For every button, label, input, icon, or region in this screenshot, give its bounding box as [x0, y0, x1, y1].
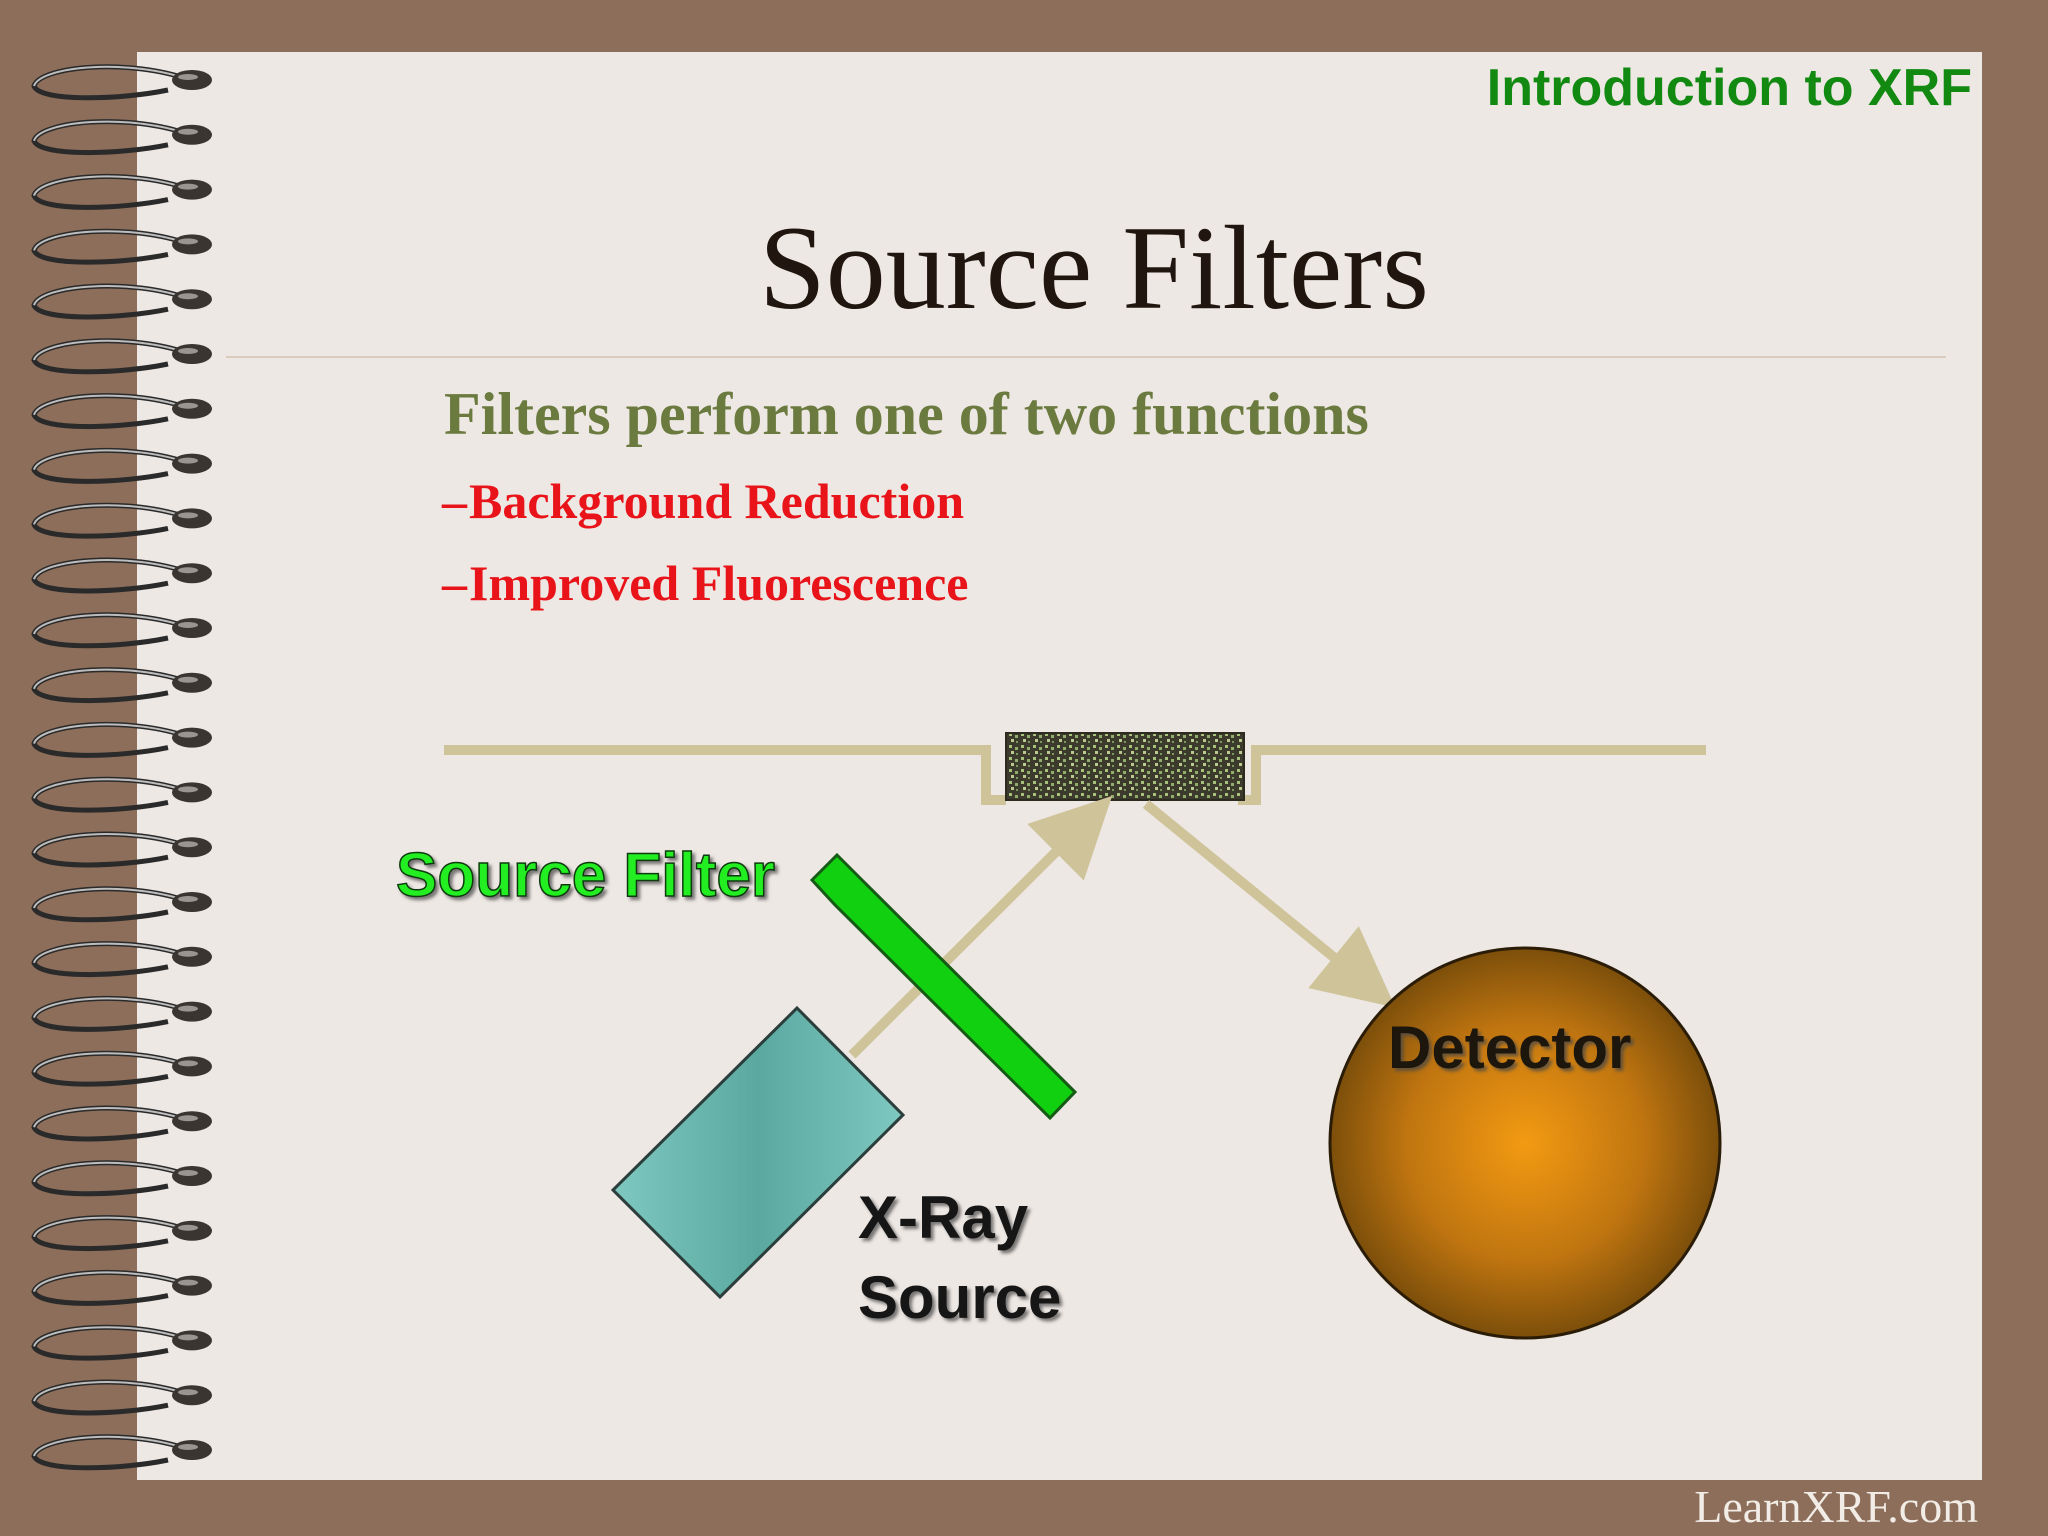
- incident-beam: [848, 795, 1113, 1059]
- spiral-ring: [31, 1269, 212, 1306]
- sample: [1005, 732, 1245, 801]
- title-divider: [226, 356, 1946, 358]
- xray-source-label-line2: Source: [858, 1264, 1061, 1331]
- source-filter-label: Source Filter: [396, 841, 775, 910]
- slide-title: Source Filters: [759, 201, 1429, 334]
- footer-site: LearnXRF.com: [1694, 1481, 1978, 1532]
- spiral-ring: [31, 886, 212, 923]
- spiral-ring: [31, 995, 212, 1032]
- sub-bullet-text: Improved Fluorescence: [469, 555, 969, 611]
- sub-bullet-dash: –: [442, 555, 467, 611]
- spiral-ring: [31, 228, 212, 265]
- spiral-ring: [31, 557, 212, 594]
- spiral-ring: [31, 1215, 212, 1252]
- spiral-ring: [31, 1050, 212, 1087]
- spiral-ring: [31, 721, 212, 758]
- spiral-ring: [31, 447, 212, 484]
- spiral-ring: [31, 64, 212, 101]
- sub-bullet-background: –Background Reduction: [442, 472, 964, 530]
- spiral-ring: [31, 667, 212, 704]
- source-filter: [809, 852, 1078, 1121]
- sample-rail: [444, 745, 1706, 805]
- spiral-ring: [31, 831, 212, 868]
- spiral-ring: [31, 612, 212, 649]
- main-bullet: Filters perform one of two functions: [444, 381, 1369, 447]
- spiral-ring: [31, 393, 212, 430]
- xray-source-tube: [610, 1005, 906, 1300]
- spiral-ring: [31, 173, 212, 210]
- spiral-ring: [31, 283, 212, 320]
- spiral-ring: [31, 1434, 212, 1471]
- spiral-ring: [31, 776, 212, 813]
- spiral-ring: [31, 1105, 212, 1142]
- sub-bullet-dash: –: [442, 473, 467, 529]
- spiral-ring: [31, 338, 212, 375]
- xray-source-label-line1: X-Ray: [858, 1184, 1029, 1251]
- detector-label: Detector: [1388, 1014, 1631, 1081]
- spiral-ring: [31, 1324, 212, 1361]
- spiral-ring: [31, 502, 212, 539]
- sub-bullet-text: Background Reduction: [469, 473, 965, 529]
- spiral-ring: [31, 119, 212, 156]
- detector: [1328, 946, 1722, 1340]
- spiral-ring: [31, 1160, 212, 1197]
- spiral-ring: [31, 941, 212, 978]
- sub-bullet-fluorescence: –Improved Fluorescence: [442, 554, 968, 612]
- header-title: Introduction to XRF: [1486, 59, 1972, 117]
- spiral-ring: [31, 1379, 212, 1416]
- fluorescence-beam: [1142, 800, 1396, 1008]
